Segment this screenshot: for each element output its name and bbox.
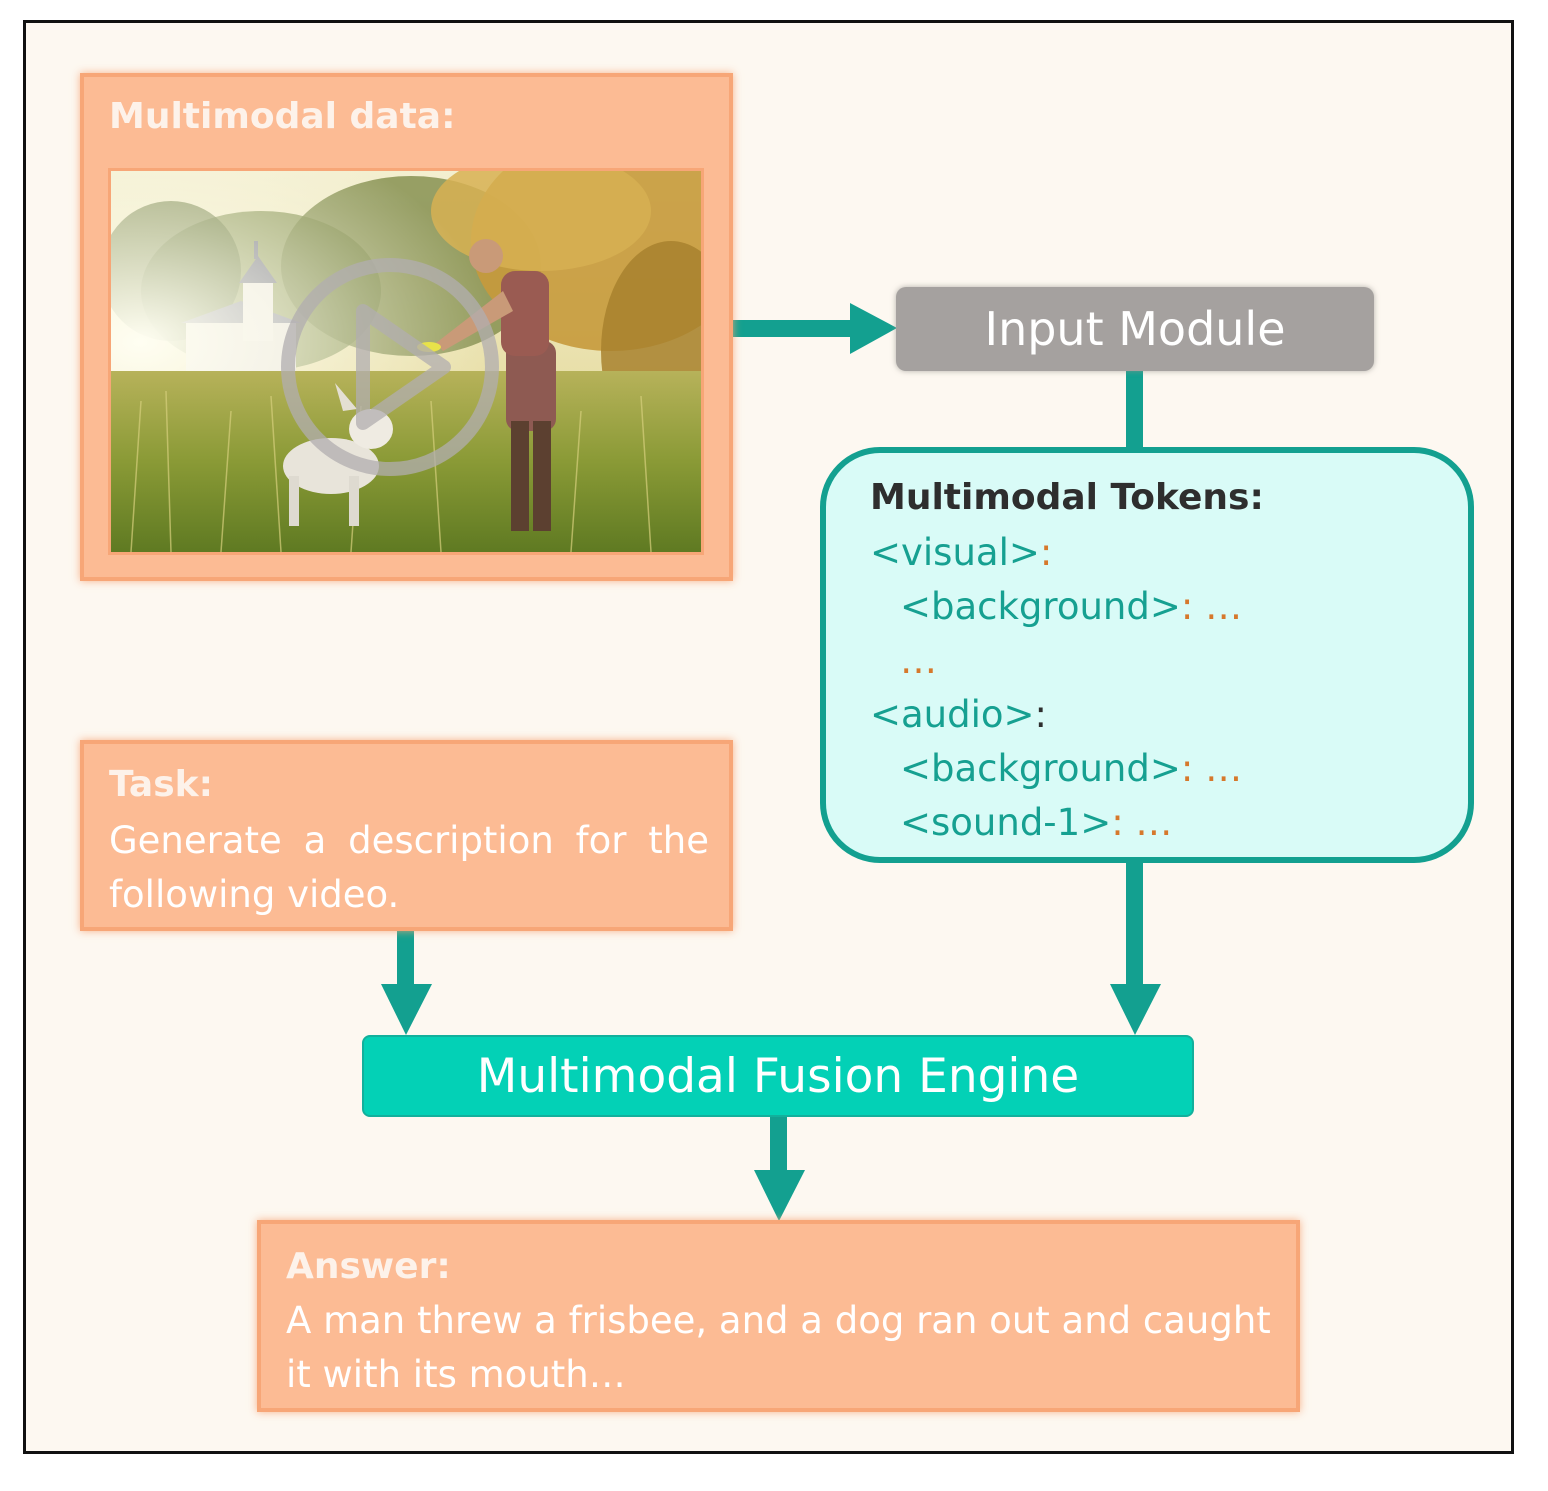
token-line-visual: <visual>: [870,531,1052,574]
token-value: … [900,639,937,682]
token-line-sound-1: <sound-1>: … [900,801,1172,844]
token-value: : [1039,531,1053,574]
task-label: Task: [109,764,213,805]
arrow-fusion-to-answer-shaft [770,1117,787,1174]
token-line-audio-background: <background>: … [900,747,1242,790]
input-module-label: Input Module [984,302,1286,356]
task-text: Generate a description for the following… [109,819,709,916]
token-tag: <background> [900,585,1181,628]
token-tag: <sound-1> [900,801,1112,844]
task-box: Task: Generate a description for the fol… [80,740,733,931]
token-tag: <visual> [870,531,1040,574]
video-scene-image [111,171,701,552]
token-value: : … [1180,585,1243,628]
token-line-audio: <audio>: [870,693,1047,736]
play-icon [281,258,499,476]
answer-text: A man threw a frisbee, and a dog ran out… [286,1299,1271,1396]
multimodal-data-label: Multimodal data: [109,96,456,137]
arrow-fusion-to-answer-head [754,1170,805,1221]
answer-label: Answer: [286,1246,451,1287]
arrow-tokens-to-fusion-head [1110,984,1161,1035]
arrow-task-to-fusion-head [381,984,432,1035]
video-thumbnail[interactable] [108,168,704,555]
fusion-engine-box: Multimodal Fusion Engine [362,1035,1194,1117]
token-tag: <audio> [870,693,1035,736]
answer-box: Answer: A man threw a frisbee, and a dog… [257,1220,1300,1412]
arrow-tokens-to-fusion-shaft [1126,862,1143,988]
token-value: : [1034,693,1047,736]
token-line-visual-background: <background>: … [900,585,1242,628]
token-value: : … [1111,801,1173,844]
input-module-box: Input Module [896,287,1374,371]
token-value: : … [1180,747,1243,790]
arrow-media-to-input-shaft [733,320,858,337]
arrow-task-to-fusion-shaft [397,931,414,988]
connector-input-to-tokens [1126,371,1143,451]
token-tag: <background> [900,747,1181,790]
arrow-media-to-input-head [850,303,897,354]
multimodal-tokens-box: Multimodal Tokens: <visual>: <background… [820,447,1474,863]
token-line-ellipsis: … [900,639,937,682]
fusion-engine-label: Multimodal Fusion Engine [476,1048,1080,1104]
multimodal-tokens-title: Multimodal Tokens: [870,477,1264,518]
